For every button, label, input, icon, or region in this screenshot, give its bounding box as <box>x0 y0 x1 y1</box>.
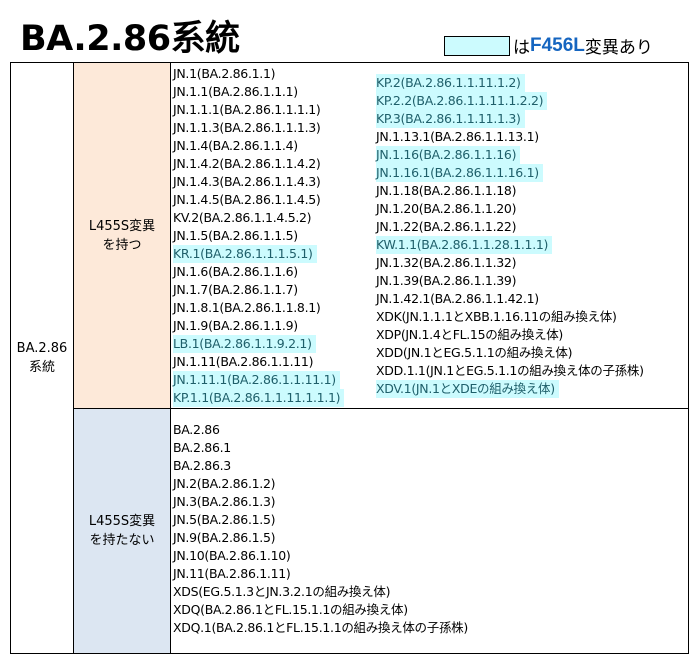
variant-item: JN.1.20(BA.2.86.1.1.20) <box>376 201 517 216</box>
variant-item: KP.2(BA.2.86.1.1.11.1.2) <box>376 74 525 92</box>
group-label-l455s: L455S変異 を持つ <box>74 63 171 409</box>
variant-item: JN.1.1.1(BA.2.86.1.1.1.1) <box>173 102 321 117</box>
variant-item: JN.1.22(BA.2.86.1.1.22) <box>376 219 517 234</box>
variant-item: JN.1.11.1(BA.2.86.1.1.11.1) <box>173 371 340 389</box>
variant-item: JN.1.8.1(BA.2.86.1.1.8.1) <box>173 300 321 315</box>
variant-item: BA.2.86.3 <box>173 458 231 473</box>
variant-item: KP.3(BA.2.86.1.1.11.1.3) <box>376 110 525 128</box>
variant-item: XDQ.1(BA.2.86.1とFL.15.1.1の組み換え体の子孫株) <box>173 620 468 635</box>
variant-item: JN.1.6(BA.2.86.1.1.6) <box>173 264 298 279</box>
variant-item: JN.1.4(BA.2.86.1.1.4) <box>173 138 298 153</box>
group-label-text: L455S変異 を持つ <box>88 218 156 253</box>
variant-list-right: KP.2(BA.2.86.1.1.11.1.2)KP.2.2(BA.2.86.1… <box>376 74 648 398</box>
variant-item: XDP(JN.1.4とFL.15の組み換え体) <box>376 327 564 342</box>
variant-item: XDK(JN.1.1.1とXBB.1.16.11の組み換え体) <box>376 309 617 324</box>
variant-list-left: JN.1(BA.2.86.1.1) JN.1.1(BA.2.86.1.1.1) JN… <box>173 65 345 407</box>
variant-item: JN.1.5(BA.2.86.1.1.5) <box>173 228 298 243</box>
variant-item: JN.1.4.5(BA.2.86.1.1.4.5) <box>173 192 321 207</box>
variant-item: JN.1(BA.2.86.1.1) <box>173 66 276 81</box>
group-variants-l455s: JN.1(BA.2.86.1.1) JN.1.1(BA.2.86.1.1.1) JN… <box>171 63 688 409</box>
variant-item: JN.1.1.3(BA.2.86.1.1.1.3) <box>173 120 321 135</box>
variant-item: JN.9(BA.2.86.1.5) <box>173 530 276 545</box>
variant-item: XDQ(BA.2.86.1とFL.15.1.1の組み換え体) <box>173 602 408 617</box>
variant-item: JN.10(BA.2.86.1.10) <box>173 548 291 563</box>
legend-swatch <box>444 35 510 56</box>
variant-item: JN.2(BA.2.86.1.2) <box>173 476 276 491</box>
variant-item: JN.1.11(BA.2.86.1.1.11) <box>173 354 314 369</box>
variant-item: JN.1.32(BA.2.86.1.1.32) <box>376 255 517 270</box>
variant-item: JN.1.18(BA.2.86.1.1.18) <box>376 183 517 198</box>
variant-item: KW.1.1(BA.2.86.1.1.28.1.1.1) <box>376 236 553 254</box>
variant-item: XDD.1.1(JN.1とEG.5.1.1の組み換え体の子孫株) <box>376 363 644 378</box>
variant-item: BA.2.86 <box>173 422 220 437</box>
legend-post: 変異あり <box>584 38 653 58</box>
variant-item: JN.11(BA.2.86.1.11) <box>173 566 291 581</box>
variant-item: KV.2(BA.2.86.1.1.4.5.2) <box>173 210 312 225</box>
variant-item: JN.1.4.3(BA.2.86.1.1.4.3) <box>173 174 321 189</box>
legend: は F456L 変異あり <box>444 33 653 58</box>
variant-item: KP.2.2(BA.2.86.1.1.11.1.2.2) <box>376 92 548 110</box>
lineage-table: BA.2.86 系統 L455S変異 を持つ L455S変異 を持たない JN.… <box>10 62 689 654</box>
variant-item: JN.1.13.1(BA.2.86.1.1.13.1) <box>376 129 539 144</box>
variant-item: KR.1(BA.2.86.1.1.1.5.1) <box>173 245 317 263</box>
variant-item: JN.3(BA.2.86.1.3) <box>173 494 276 509</box>
variant-item: XDV.1(JN.1とXDEの組み換え体) <box>376 380 559 398</box>
variant-item: JN.5(BA.2.86.1.5) <box>173 512 276 527</box>
variant-item: JN.1.9(BA.2.86.1.1.9) <box>173 318 298 333</box>
lineage-cell: BA.2.86 系統 <box>11 63 74 653</box>
variant-item: JN.1.39(BA.2.86.1.1.39) <box>376 273 517 288</box>
variant-item: XDS(EG.5.1.3とJN.3.2.1の組み換え体) <box>173 584 391 599</box>
variant-item: JN.1.16.1(BA.2.86.1.1.16.1) <box>376 164 543 182</box>
page-title: BA.2.86系統 <box>20 19 240 59</box>
legend-pre: は <box>513 38 530 58</box>
variant-item: JN.1.1(BA.2.86.1.1.1) <box>173 84 298 99</box>
lineage-label: BA.2.86 系統 <box>16 341 68 375</box>
variant-item: KP.1.1(BA.2.86.1.1.11.1.1.1) <box>173 389 345 407</box>
group-label-text: L455S変異 を持たない <box>88 514 156 548</box>
variant-item: LB.1(BA.2.86.1.1.9.2.1) <box>173 335 316 353</box>
legend-mutation: F456L <box>530 34 585 56</box>
group-label-no-l455s: L455S変異 を持たない <box>74 409 171 653</box>
variant-item: JN.1.42.1(BA.2.86.1.1.42.1) <box>376 291 539 306</box>
variant-item: JN.1.7(BA.2.86.1.1.7) <box>173 282 298 297</box>
variant-item: JN.1.4.2(BA.2.86.1.1.4.2) <box>173 156 321 171</box>
variant-item: BA.2.86.1 <box>173 440 231 455</box>
variant-item: JN.1.16(BA.2.86.1.1.16) <box>376 146 521 164</box>
variant-item: XDD(JN.1とEG.5.1.1の組み換え体) <box>376 345 573 360</box>
